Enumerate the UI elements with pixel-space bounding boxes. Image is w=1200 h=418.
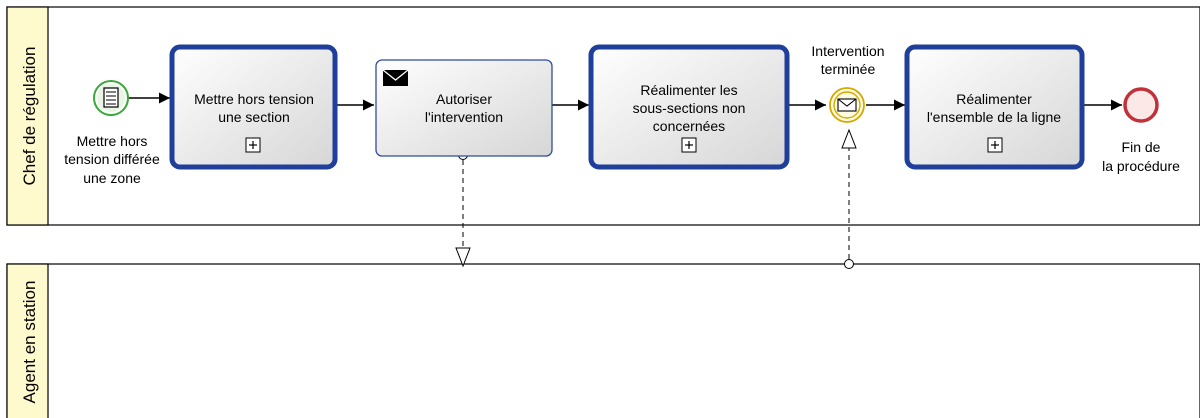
svg-text:la procédure: la procédure	[1102, 158, 1180, 174]
intermediate-event-intervention-terminee[interactable]	[829, 87, 865, 123]
envelope-icon	[837, 98, 857, 112]
task-realimenter-ensemble-ligne[interactable]: Réalimenter l'ensemble de la ligne	[904, 44, 1085, 170]
intermediate-event-label: Intervention terminée	[811, 43, 884, 77]
message-flow-agent-to-intervention	[841, 128, 857, 269]
task-label: une section	[218, 109, 290, 125]
start-event[interactable]	[93, 80, 129, 116]
subprocess-plus-icon	[987, 137, 1003, 153]
task-label: Réalimenter les	[640, 82, 737, 98]
svg-text:Intervention: Intervention	[811, 43, 884, 59]
start-event-label: Mettre hors tension différée une zone	[64, 133, 160, 186]
task-label: l'intervention	[425, 109, 503, 125]
task-mettre-hors-tension[interactable]: Mettre hors tension une section	[169, 44, 338, 170]
sequence-flows	[128, 92, 1122, 111]
task-label: l'ensemble de la ligne	[927, 109, 1061, 125]
task-realimenter-sous-sections[interactable]: Réalimenter les sous-sections non concer…	[588, 44, 790, 170]
lane-header-chef	[6, 6, 49, 226]
end-event-label: Fin de la procédure	[1102, 139, 1180, 174]
lane-label-chef: Chef de régulation	[20, 47, 39, 186]
send-envelope-icon	[382, 69, 409, 86]
end-event[interactable]	[1123, 87, 1159, 123]
task-label: Réalimenter	[956, 91, 1032, 107]
svg-text:une zone: une zone	[83, 170, 141, 186]
task-label: Autoriser	[436, 91, 492, 107]
task-label: Mettre hors tension	[194, 91, 314, 107]
pool-agent-en-station: Agent en station	[6, 263, 1200, 418]
task-autoriser-intervention[interactable]: Autoriser l'intervention	[375, 59, 553, 157]
task-label: sous-sections non	[633, 100, 746, 116]
task-label: concernées	[653, 118, 725, 134]
conditional-document-icon	[103, 87, 119, 108]
message-flows	[455, 128, 857, 269]
lane-header-agent	[6, 263, 49, 418]
svg-text:terminée: terminée	[821, 61, 876, 77]
svg-text:tension différée: tension différée	[64, 151, 160, 167]
svg-text:Fin de: Fin de	[1122, 139, 1161, 155]
subprocess-plus-icon	[245, 137, 261, 153]
svg-text:Mettre hors: Mettre hors	[77, 133, 148, 149]
subprocess-plus-icon	[681, 137, 697, 153]
lane-label-agent: Agent en station	[20, 281, 39, 404]
